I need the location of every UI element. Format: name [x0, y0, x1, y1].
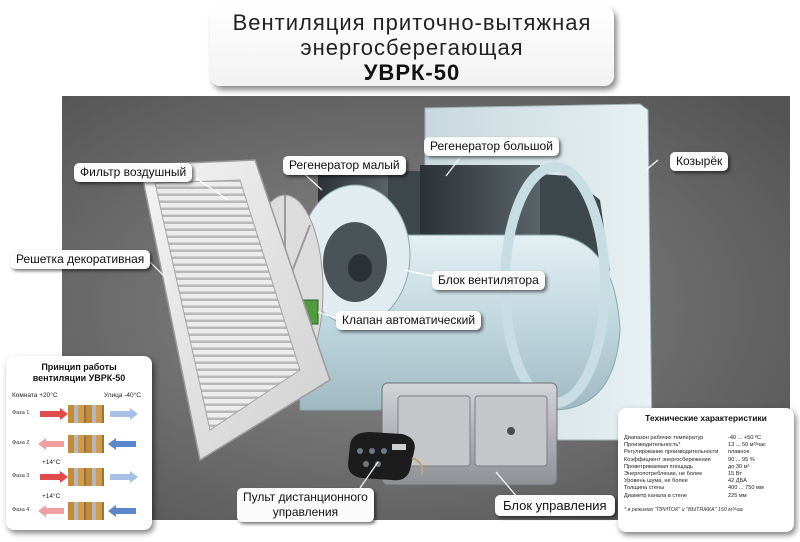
- phase-label-1: Фаза 1: [12, 410, 30, 416]
- spec-label: Толщина стены: [624, 485, 665, 492]
- spec-row: Уровень шума, не более 42 ДБА: [624, 478, 788, 485]
- spec-row: Диапазон рабочих температур -40 ... +50 º…: [624, 435, 788, 442]
- spec-value: 42 ДБА: [728, 478, 747, 485]
- specs-title: Технические характеристики: [645, 413, 767, 423]
- spec-row: Толщина стены 400 ... 750 мм: [624, 485, 788, 492]
- spec-row: Проветриваемая площадь до 30 м²: [624, 464, 788, 471]
- spec-value: 90 ... 95 %: [728, 456, 755, 463]
- spec-value: до 30 м²: [728, 463, 750, 470]
- spec-label: Коэффициент энергосбережения: [624, 456, 711, 463]
- callout-remote: Пульт дистанционного управления: [237, 488, 374, 522]
- principle-title-2: вентиляции УВРК-50: [32, 373, 126, 383]
- model-name: УВРК-50: [363, 60, 461, 85]
- spec-label: Проветриваемая площадь: [624, 463, 693, 470]
- spec-label: Регулирование производительности: [624, 449, 719, 456]
- street-label: Улица -40°С: [104, 392, 141, 399]
- spec-row: Энергопотребление, не более 15 Вт: [624, 471, 788, 478]
- callout-remote-line-2: управления: [272, 505, 339, 519]
- spec-value: 13 ... 50 м³/час: [728, 442, 766, 449]
- spec-label: Диаметр канала в стене: [624, 492, 687, 499]
- spec-value: плавное: [728, 449, 750, 456]
- phase-temp-3: +14°С: [42, 459, 61, 466]
- callout-control: Блок управления: [495, 495, 615, 516]
- spec-label: Энергопотребление, не более: [624, 471, 703, 478]
- arrow-cold-in-2: [108, 438, 136, 450]
- fan-hub: [348, 254, 372, 282]
- spec-value: 225 мм: [728, 492, 747, 499]
- wall-section-1: [68, 405, 104, 423]
- spec-value: 400 ... 750 мм: [728, 485, 764, 492]
- arrow-warm-out-4: [38, 505, 64, 517]
- grille-slats: [154, 179, 301, 431]
- callout-grille: Решетка декоративная: [10, 250, 151, 269]
- specs-panel: Технические характеристики Диапазон рабо…: [618, 408, 794, 532]
- title-line-1: Вентиляция приточно-вытяжная: [232, 10, 592, 35]
- wall-section-2: [68, 435, 104, 453]
- arrow-out-1: [110, 408, 138, 420]
- spec-label: Производительность*: [624, 442, 681, 449]
- principle-title-1: Принцип работы: [41, 362, 117, 372]
- phase-label-3: Фаза 3: [12, 473, 30, 479]
- arrow-cold-in-4: [108, 505, 136, 517]
- remote-control: [348, 432, 424, 481]
- spec-row: Диаметр канала в стене 225 мм: [624, 493, 788, 500]
- arrow-warm-in-1: [40, 408, 68, 420]
- callout-valve: Клапан автоматический: [336, 311, 482, 330]
- callout-remote-line-1: Пульт дистанционного: [243, 490, 368, 504]
- spec-value: 15 Вт: [728, 471, 742, 478]
- title-line-2: энергосберегающая: [300, 35, 524, 60]
- spec-row: Коэффициент энергосбережения 90 ... 95 %: [624, 457, 788, 464]
- spec-row: Регулирование производительности плавное: [624, 449, 788, 456]
- callout-fan: Блок вентилятора: [432, 271, 545, 290]
- spec-label: Уровень шума, не более: [624, 478, 688, 485]
- phase-label-4: Фаза 4: [12, 507, 30, 513]
- spec-value: -40 ... +50 ºС: [728, 435, 761, 441]
- control-panel: [381, 382, 558, 486]
- phase-label-2: Фаза 2: [12, 440, 30, 446]
- wall-section-4: [68, 502, 104, 520]
- room-label: Комната +20°С: [12, 392, 58, 399]
- callout-filter: Фильтр воздушный: [74, 163, 193, 182]
- specs-note: * в режимах "ПРИТОК" и "ВЫТЯЖКА" 150 м³/…: [624, 506, 744, 513]
- title-box: Вентиляция приточно-вытяжная энергосбере…: [210, 6, 614, 86]
- spec-label: Диапазон рабочих температур: [624, 435, 704, 441]
- callout-visor: Козырёк: [670, 152, 729, 171]
- specs-table: Диапазон рабочих температур -40 ... +50 º…: [624, 435, 788, 500]
- principle-panel: Принцип работы вентиляции УВРК-50 Комнат…: [6, 356, 152, 530]
- wall-section-3: [68, 468, 104, 486]
- callout-regenerator-large: Регенератор большой: [424, 137, 559, 156]
- arrow-warm-out-2: [38, 438, 64, 450]
- arrow-warm-in-3: [40, 471, 68, 483]
- phase-temp-4: +14°С: [42, 493, 61, 500]
- callout-regenerator-small: Регенератор малый: [283, 156, 406, 175]
- arrow-out-3: [110, 471, 138, 483]
- spec-row: Производительность* 13 ... 50 м³/час: [624, 442, 788, 449]
